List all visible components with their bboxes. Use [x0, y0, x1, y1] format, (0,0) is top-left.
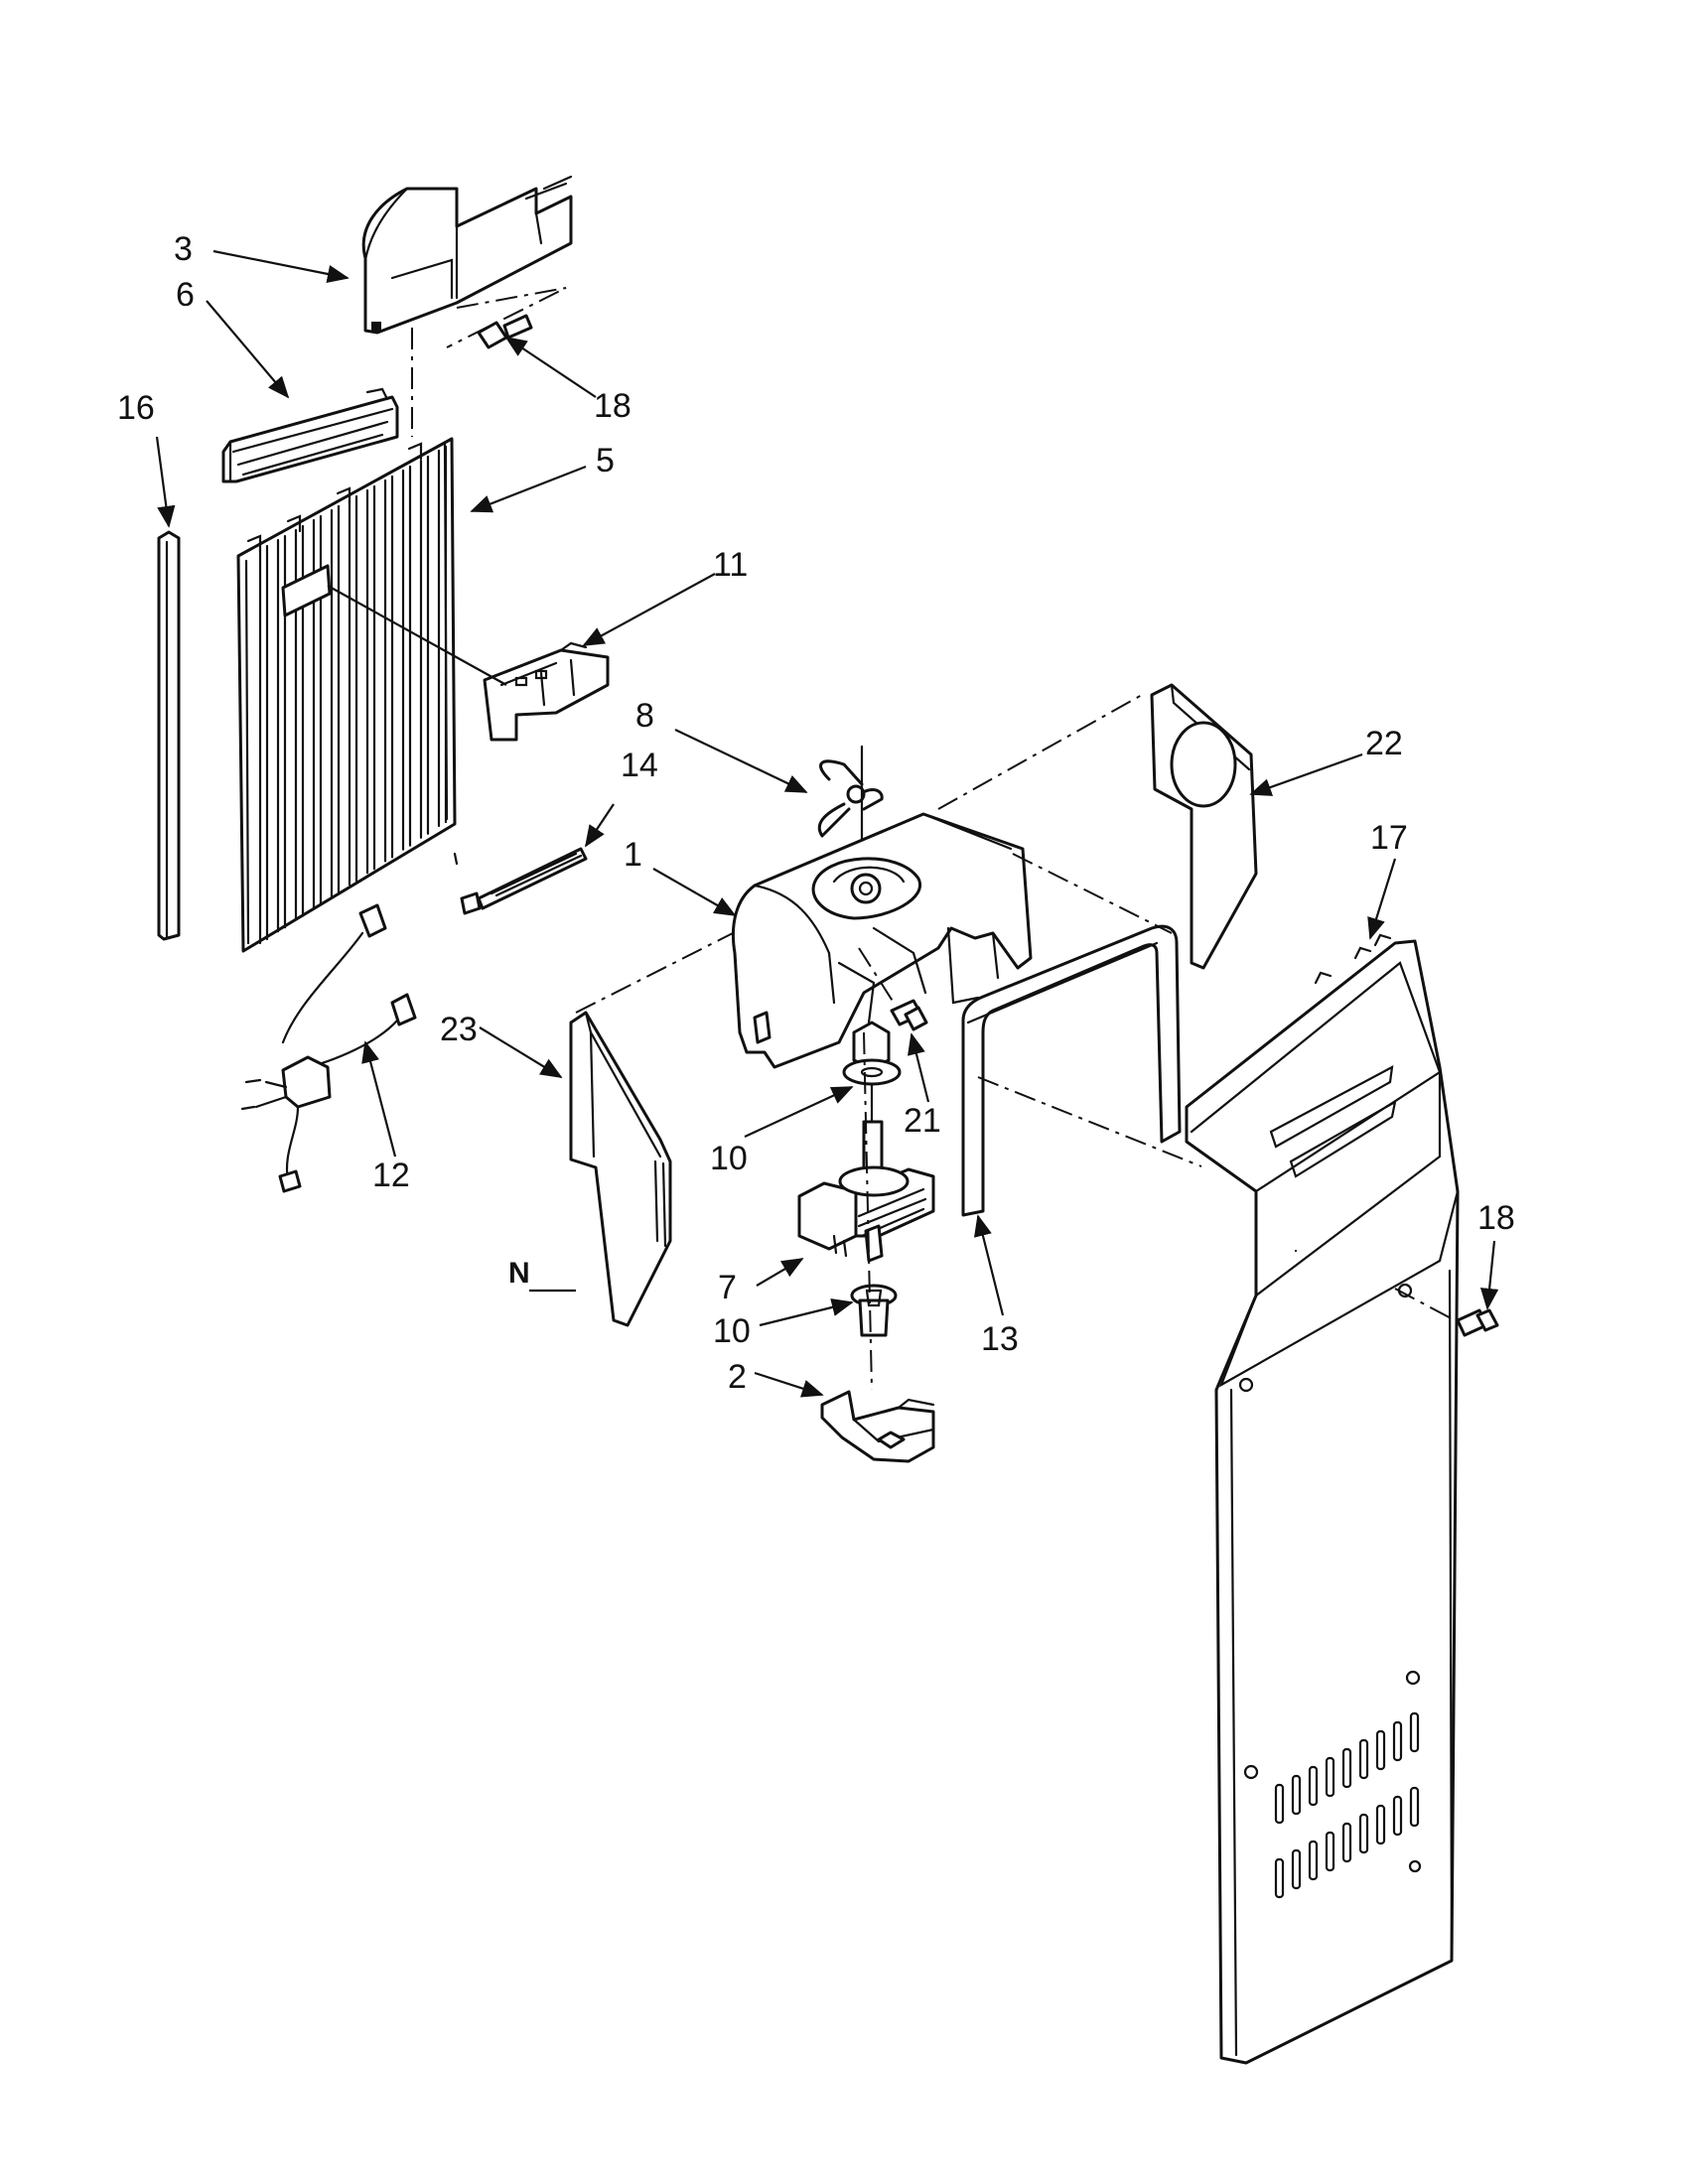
callout-3: 3 — [174, 230, 193, 268]
vent-slot — [1274, 1857, 1285, 1899]
leader-arrows — [155, 249, 1499, 1398]
callout-2: 2 — [728, 1358, 747, 1396]
callout-18-upper: 18 — [594, 387, 632, 425]
part-8-fan-blade — [817, 745, 884, 905]
vent-slot — [1392, 1720, 1403, 1762]
part-10-grommet-lower — [850, 1284, 898, 1337]
part-5-evaporator-grille — [236, 437, 459, 953]
vent-slot — [1375, 1729, 1386, 1771]
callout-6: 6 — [176, 276, 195, 314]
part-12-harness — [240, 903, 417, 1193]
part-3-air-duct — [361, 175, 573, 335]
callout-7: 7 — [718, 1269, 737, 1306]
vent-slot — [1341, 1747, 1352, 1789]
callout-10-lower: 10 — [713, 1312, 751, 1350]
part-22-side-panel — [1150, 683, 1258, 970]
callout-16: 16 — [117, 389, 155, 427]
part-6-bracket — [221, 387, 399, 483]
part-18-screw-upper — [477, 314, 533, 349]
vent-slot — [1325, 1756, 1335, 1798]
part-23-side-panel — [569, 1011, 672, 1327]
callout-17: 17 — [1370, 819, 1408, 857]
part-17-rear-cover — [1185, 933, 1460, 2065]
assembly-lines — [411, 287, 1456, 1391]
callout-1: 1 — [624, 836, 642, 874]
vent-slot — [1325, 1831, 1335, 1872]
callout-14: 14 — [621, 747, 658, 784]
callout-21: 21 — [904, 1102, 941, 1140]
callout-18-lower: 18 — [1477, 1199, 1515, 1237]
part-11-housing — [327, 585, 610, 742]
vent-slot — [1274, 1783, 1285, 1825]
part-13-u-channel — [961, 924, 1182, 1217]
callout-22: 22 — [1365, 725, 1403, 762]
vent-slot — [1409, 1786, 1420, 1828]
callout-11: 11 — [713, 546, 748, 584]
part-2-motor-bracket — [820, 1390, 935, 1463]
vent-slot — [1308, 1840, 1319, 1881]
callout-5: 5 — [596, 442, 615, 479]
callout-8: 8 — [635, 697, 654, 735]
part-21-screw — [890, 999, 928, 1031]
callout-10-upper: 10 — [710, 1140, 748, 1177]
vent-slot — [1308, 1765, 1319, 1807]
callout-13: 13 — [981, 1320, 1019, 1358]
vent-slot — [1291, 1848, 1302, 1890]
vent-slot — [1392, 1795, 1403, 1837]
vent-slot — [1291, 1774, 1302, 1816]
part-18-screw-lower — [1456, 1308, 1499, 1337]
vent-slot — [1375, 1804, 1386, 1845]
part-10-grommet-upper — [842, 1021, 902, 1086]
vent-slot — [1409, 1711, 1420, 1753]
view-marker-n: N — [508, 1257, 530, 1290]
vent-slot — [1358, 1813, 1369, 1854]
vent-slot — [1358, 1738, 1369, 1780]
part-14-heater — [460, 847, 588, 915]
callout-23: 23 — [440, 1011, 478, 1048]
vent-slot — [1341, 1822, 1352, 1863]
part-16-strip — [157, 530, 181, 941]
callout-labels: 3 6 18 16 5 11 8 14 1 22 17 23 21 10 12 … — [117, 230, 1515, 1396]
callout-12: 12 — [372, 1157, 410, 1194]
part-1-fan-shroud — [731, 812, 1033, 1069]
part-7-fan-motor — [797, 1082, 935, 1263]
